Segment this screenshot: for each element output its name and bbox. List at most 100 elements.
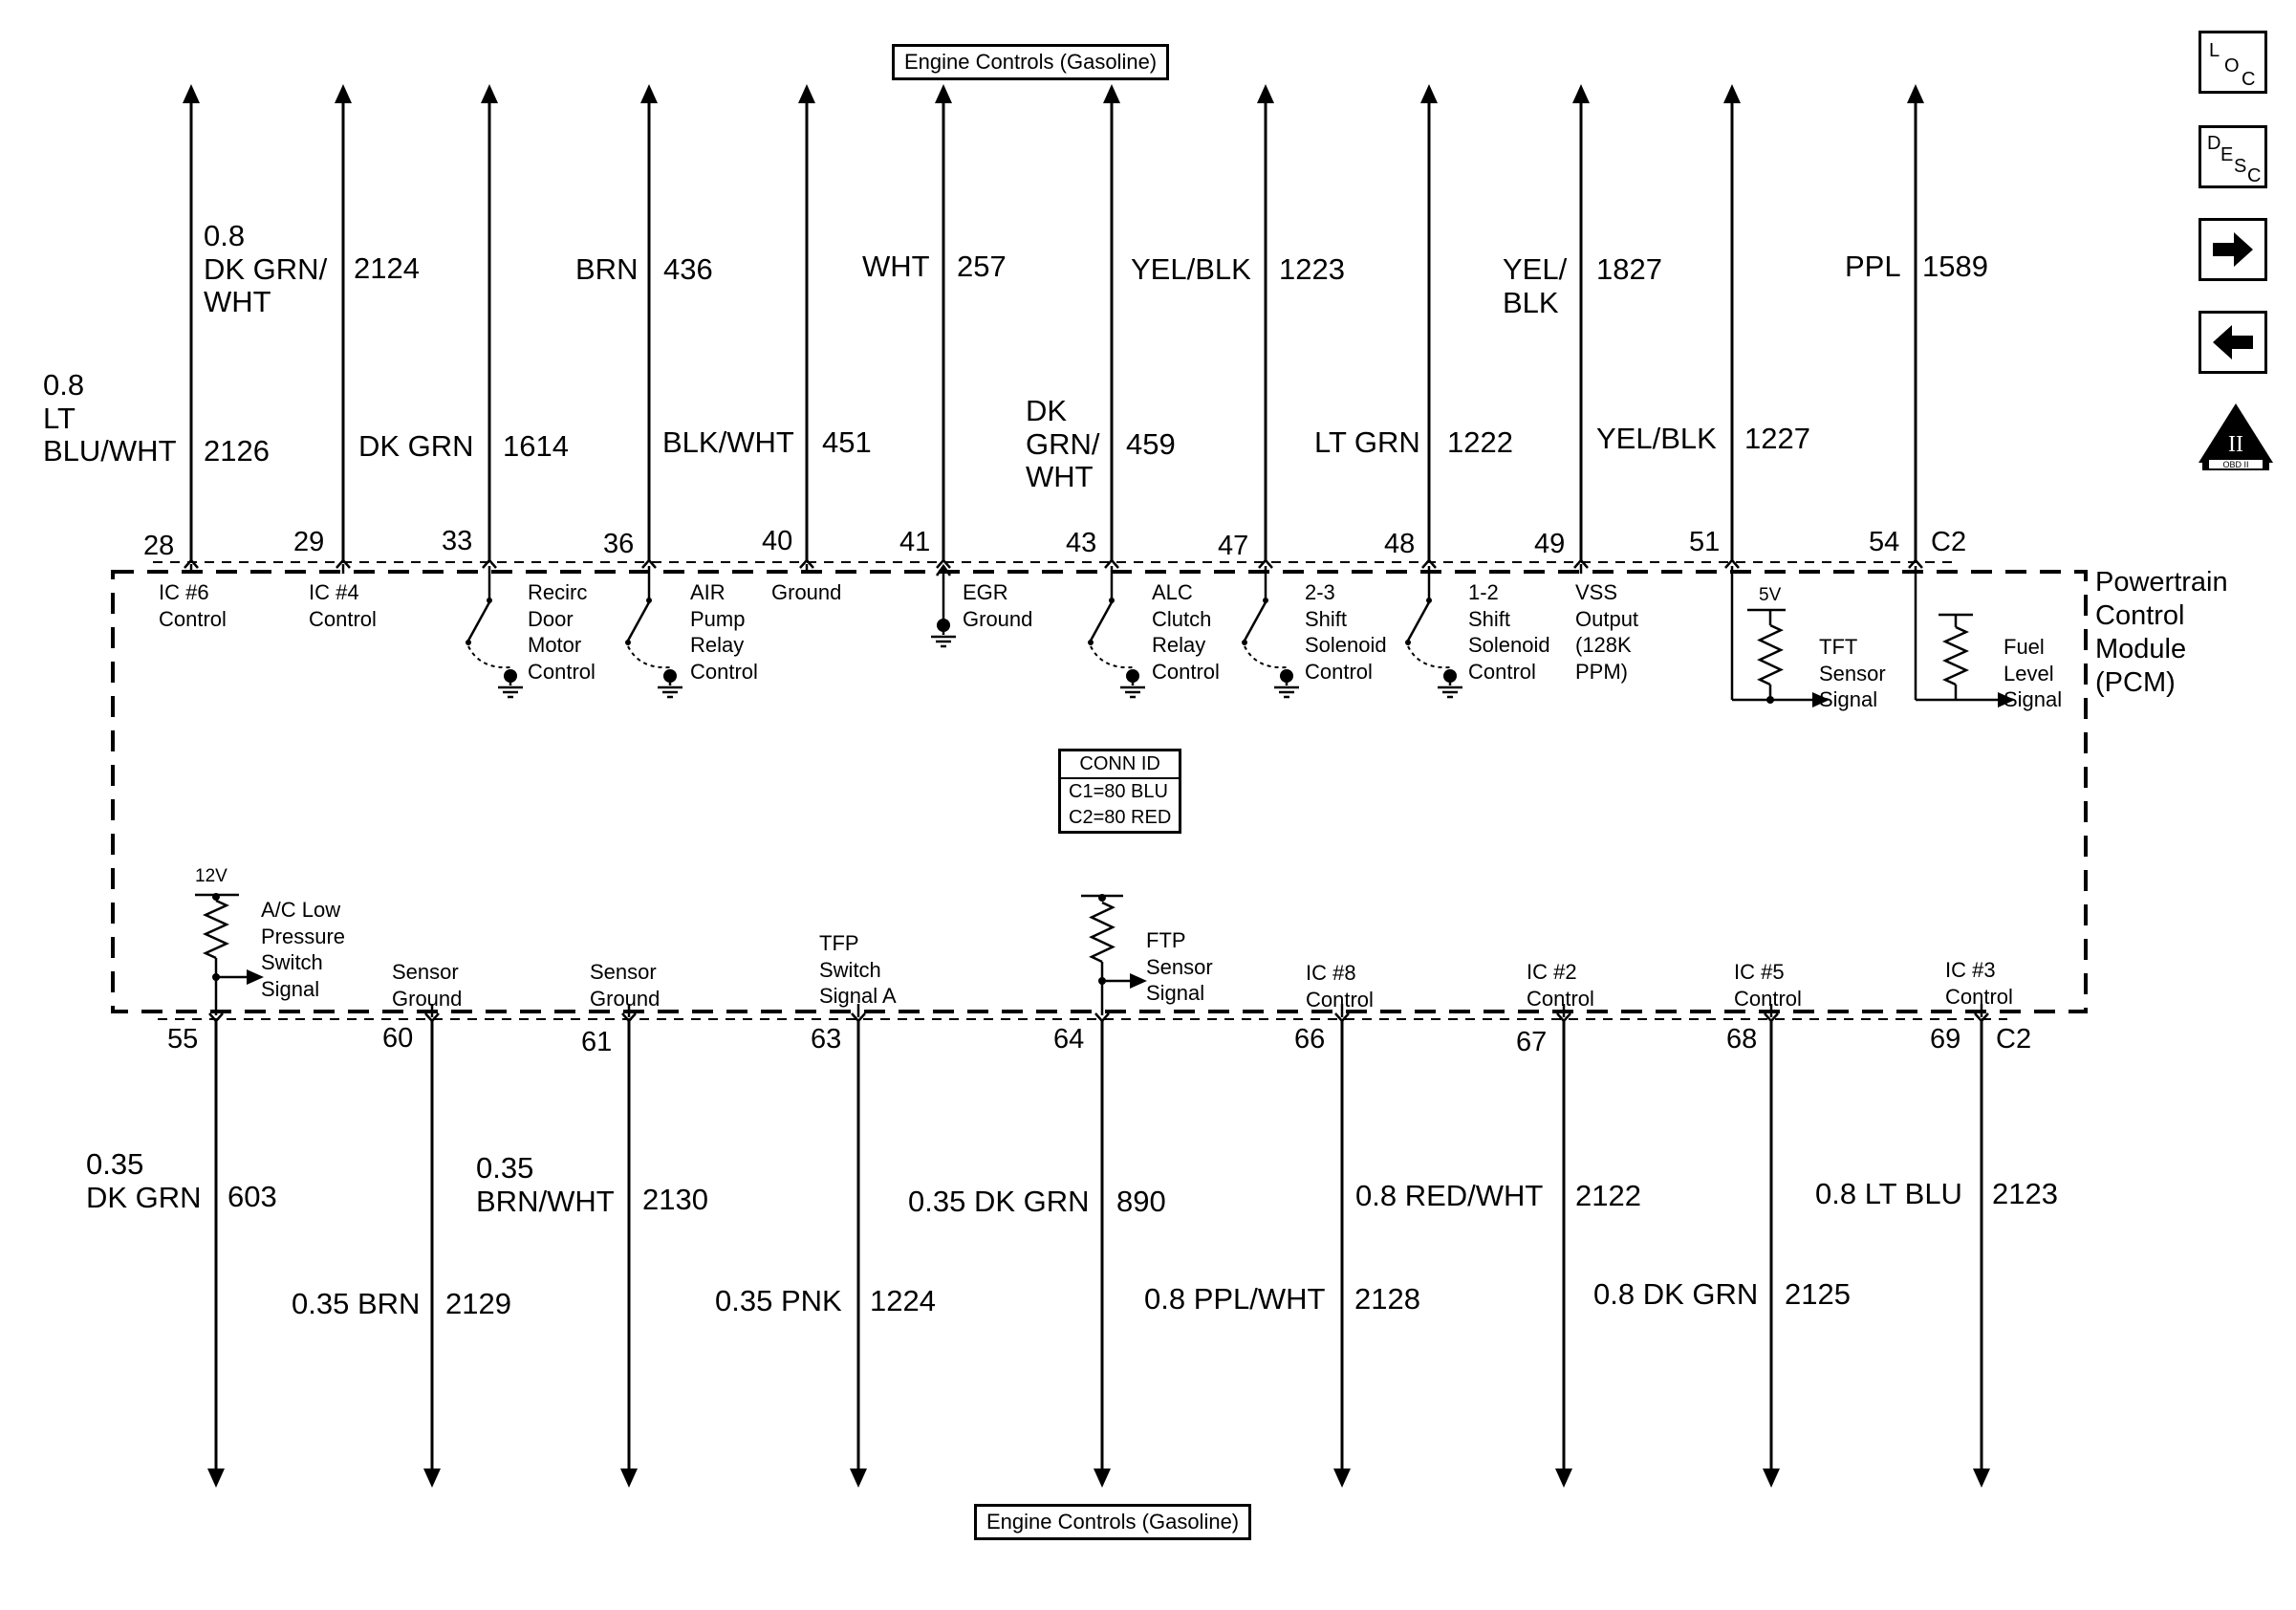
pin-function-label: EGR Ground: [963, 580, 1033, 631]
junction-dot: [212, 893, 220, 901]
module-name-line-2: Control: [2095, 600, 2185, 631]
wire-arrowhead-up: [1907, 84, 1924, 103]
switch-actuator-link: [627, 645, 671, 669]
connector-id-top: C2: [1931, 527, 1967, 557]
wire-color-label: YEL/ BLK: [1503, 252, 1568, 319]
pin-function-label: ALC Clutch Relay Control: [1152, 580, 1220, 684]
switch-contact: [1405, 640, 1411, 645]
pin-number: 60: [382, 1023, 414, 1054]
pin-terminal-mark: [641, 558, 657, 569]
wire-arrowhead-down: [423, 1469, 441, 1488]
switch-contact: [1263, 598, 1268, 603]
module-name-line-3: Module: [2095, 634, 2187, 664]
pin-number: 55: [167, 1024, 199, 1055]
wire-arrowhead-up: [1572, 84, 1590, 103]
wire-arrowhead-down: [207, 1469, 225, 1488]
arrow-left-glyph: [2213, 325, 2253, 359]
switch-contact: [625, 640, 631, 645]
pin-terminal-mark: [1421, 558, 1437, 569]
resistor: [1757, 623, 1784, 686]
wire-color-label: 0.35 DK GRN: [86, 1147, 202, 1214]
wire-color-label: WHT: [862, 250, 930, 283]
description-icon[interactable]: D E S C: [2199, 125, 2267, 188]
switch-blade: [1089, 601, 1114, 642]
wire-arrowhead-down: [1094, 1469, 1111, 1488]
wire-arrowhead-down: [1973, 1469, 1990, 1488]
wire-color-label: DK GRN/ WHT: [1026, 394, 1100, 494]
switch-blade: [1243, 601, 1267, 642]
circuit-number-label: 2122: [1575, 1179, 1641, 1212]
pin-number: 68: [1726, 1024, 1758, 1055]
pin-terminal-mark: [336, 558, 351, 569]
pin-number: 41: [899, 527, 931, 557]
arrow-left-icon[interactable]: [2199, 311, 2267, 374]
wire-arrowhead-up: [1103, 84, 1120, 103]
wire-color-label: 0.8 LT BLU/WHT: [43, 368, 177, 468]
location-icon[interactable]: L O C: [2199, 31, 2267, 94]
bottom-connector-label[interactable]: Engine Controls (Gasoline): [974, 1504, 1252, 1540]
wire-color-label: BLK/WHT: [662, 425, 794, 459]
wire-arrowhead-up: [481, 84, 498, 103]
pin-terminal-mark: [1556, 1012, 1571, 1023]
wire-color-label: PPL: [1845, 250, 1901, 283]
circuit-number-label: 2129: [445, 1287, 511, 1320]
circuit-number-label: 451: [822, 425, 872, 459]
switch-contact: [646, 598, 652, 603]
resistor: [202, 899, 230, 960]
pin-function-label: A/C Low Pressure Switch Signal: [261, 898, 346, 1001]
wire-color-label: 0.35 BRN: [292, 1287, 421, 1320]
circuit-number-label: 2125: [1785, 1277, 1851, 1311]
switch-contact: [1088, 640, 1094, 645]
pin-function-label: IC #2 Control: [1527, 960, 1594, 1011]
pin-number: 67: [1516, 1027, 1548, 1057]
location-icon-letter-o: O: [2224, 55, 2240, 76]
top-connector-label[interactable]: Engine Controls (Gasoline): [892, 44, 1170, 80]
signal-arrow: [247, 969, 264, 985]
signal-arrow: [1998, 692, 2015, 707]
switch-contact: [466, 640, 471, 645]
pin-terminal-mark: [621, 1012, 637, 1023]
pin-function-label: FTP Sensor Signal: [1146, 928, 1213, 1005]
wire-arrowhead-down: [1555, 1469, 1572, 1488]
pin-terminal-mark: [851, 1012, 866, 1023]
wire-arrowhead-down: [620, 1469, 638, 1488]
switch-actuator-link: [467, 645, 511, 669]
junction-dot: [1098, 977, 1106, 985]
pin-terminal-mark: [1094, 1012, 1110, 1023]
pin-number: 29: [293, 527, 325, 557]
conn-id-c1: C1=80 BLU: [1069, 781, 1168, 802]
obd-ii-icon[interactable]: II OBD II: [2197, 402, 2275, 474]
wire-group: [183, 84, 1990, 1488]
wire-arrowhead-up: [1420, 84, 1438, 103]
wire-arrowhead-up: [640, 84, 658, 103]
obd-ii-numeral: II: [2228, 432, 2243, 457]
pin-terminal-mark: [184, 558, 199, 569]
circuit-number-label: 2124: [354, 251, 420, 285]
pin-terminal-mark: [1764, 1012, 1779, 1023]
arrow-right-icon[interactable]: [2199, 218, 2267, 281]
wire-arrowhead-down: [1763, 1469, 1780, 1488]
wire-color-label: YEL/BLK: [1131, 252, 1251, 286]
location-icon-letter-c: C: [2242, 69, 2256, 90]
circuit-number-label: 2126: [204, 434, 270, 468]
arrow-right-glyph: [2213, 232, 2253, 267]
description-icon-letter-e: E: [2220, 144, 2234, 165]
pin-number: 49: [1534, 529, 1566, 559]
circuit-number-label: 1827: [1596, 252, 1662, 286]
switch-blade: [466, 601, 491, 642]
module-name-line-4: (PCM): [2095, 667, 2176, 698]
pin-function-label: IC #4 Control: [309, 580, 377, 631]
switch-actuator-link: [1244, 645, 1288, 669]
resistor: [1089, 901, 1116, 964]
pin-number: 54: [1869, 527, 1900, 557]
pin-terminal-mark: [1258, 558, 1273, 569]
wire-color-label: 0.8 LT BLU: [1815, 1177, 1962, 1210]
resistor: [1941, 625, 1970, 686]
wire-arrowhead-up: [798, 84, 815, 103]
connector-id-bottom: C2: [1996, 1024, 2032, 1055]
pin-terminal-mark: [1104, 558, 1119, 569]
pcm-outline: [111, 561, 2088, 1020]
signal-arrow: [1130, 973, 1147, 989]
